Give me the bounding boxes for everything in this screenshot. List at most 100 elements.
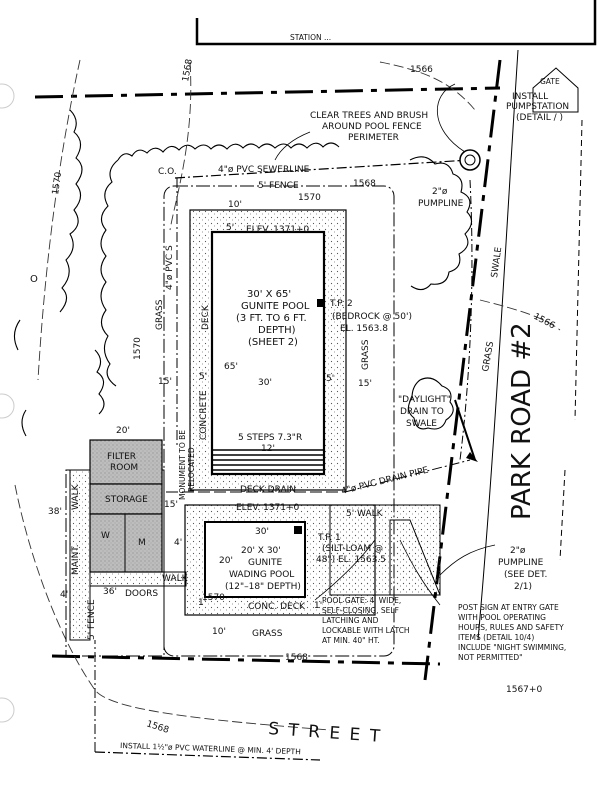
contour-label: 1570 <box>51 171 64 195</box>
drain-pipe <box>344 459 471 493</box>
dim-1-b: 1' <box>314 601 322 611</box>
contour-label: 1570 <box>202 593 225 603</box>
co-label: C.O. <box>158 167 177 177</box>
doors-label: DOORS <box>125 589 158 599</box>
svg-text:20' X 30': 20' X 30' <box>241 546 281 556</box>
svg-text:EL. 1563.8: EL. 1563.8 <box>340 324 388 334</box>
svg-text:WITH POOL OPERATING: WITH POOL OPERATING <box>458 613 546 622</box>
restroom-m: M <box>138 538 146 548</box>
dim-5-left: 5' <box>199 372 207 382</box>
svg-text:2"ø: 2"ø <box>510 546 526 556</box>
svg-text:(SEE DET.: (SEE DET. <box>504 570 547 580</box>
svg-text:(DETAIL / ): (DETAIL / ) <box>516 113 563 123</box>
test-pit-1-marker <box>294 526 302 534</box>
pumpstation-note: INSTALL PUMPSTATION (DETAIL / ) <box>506 92 569 123</box>
station-label: 1567+0 <box>506 685 542 695</box>
dim-30-wading: 30' <box>255 527 269 537</box>
svg-text:AROUND POOL FENCE: AROUND POOL FENCE <box>322 122 422 132</box>
bottom-walk <box>89 571 187 587</box>
grass-bottom: GRASS <box>252 629 283 639</box>
svg-text:MONUMENT TO BE: MONUMENT TO BE <box>178 430 187 500</box>
sewer-line <box>174 159 471 179</box>
dim-5-top: 5' <box>226 223 234 233</box>
svg-text:"DAYLIGHT": "DAYLIGHT" <box>398 395 451 405</box>
svg-text:(3 FT. TO 6 FT.: (3 FT. TO 6 FT. <box>236 313 307 324</box>
grass-far: GRASS <box>481 341 496 373</box>
svg-text:DRAIN TO: DRAIN TO <box>400 407 444 417</box>
svg-text:AT MIN. 40" HT.: AT MIN. 40" HT. <box>322 636 380 645</box>
main-pool <box>210 230 326 476</box>
svg-text:ROOM: ROOM <box>110 463 138 473</box>
storage-label: STORAGE <box>105 495 148 505</box>
park-road-label: PARK ROAD #2 <box>507 322 537 520</box>
svg-text:GUNITE: GUNITE <box>248 558 282 568</box>
svg-text:FILTER: FILTER <box>107 452 136 462</box>
svg-text:(SHEET 2): (SHEET 2) <box>248 337 298 348</box>
svg-text:T.P. 2: T.P. 2 <box>329 299 353 309</box>
tp2-label: T.P. 2 (BEDROCK @ 50') EL. 1563.8 <box>329 299 412 334</box>
maint-walk <box>69 469 91 641</box>
deck-drain-label: DECK DRAIN <box>240 485 296 495</box>
svg-text:WADING POOL: WADING POOL <box>229 570 294 580</box>
filter-room-label: FILTER ROOM <box>107 452 138 473</box>
dim-38: 38' <box>48 507 62 517</box>
svg-text:INCLUDE "NIGHT SWIMMING,: INCLUDE "NIGHT SWIMMING, <box>458 643 566 652</box>
svg-text:PUMPLINE: PUMPLINE <box>418 199 464 209</box>
svg-text:ITEMS (DETAIL 10/4): ITEMS (DETAIL 10/4) <box>458 633 534 642</box>
property-line-top <box>34 86 501 99</box>
gate-label: GATE <box>540 77 560 86</box>
dim-4-rr: 4' <box>174 538 182 548</box>
svg-text:RELOCATED: RELOCATED <box>187 447 196 492</box>
gate-walk <box>389 519 441 596</box>
binder-holes <box>0 83 15 723</box>
maint-label: MAINT. <box>71 544 81 575</box>
pool-gate-note: POOL GATE: 4' WIDE, SELF-CLOSING, SELF L… <box>322 596 410 645</box>
pumpstation-symbol <box>459 149 481 171</box>
gate-house <box>532 67 579 113</box>
fence-left-label: 5' FENCE <box>87 599 97 640</box>
svg-text:SWALE: SWALE <box>406 419 437 429</box>
svg-text:DEPTH): DEPTH) <box>258 325 296 336</box>
svg-text:HOURS, RULES AND SAFETY: HOURS, RULES AND SAFETY <box>458 623 564 632</box>
sign-note: POST SIGN AT ENTRY GATE WITH POOL OPERAT… <box>458 603 566 662</box>
drain-pipe-label: 4"ø PVC DRAIN PIPE <box>340 466 429 497</box>
property-line-bottom <box>51 654 441 666</box>
restroom-w: W <box>101 531 110 541</box>
test-pit-2-marker <box>317 299 325 307</box>
swale-label: SWALE <box>490 246 504 278</box>
svg-text:PERIMETER: PERIMETER <box>348 133 399 143</box>
steps-label: 5 STEPS 7.3"R <box>238 433 302 443</box>
street-label: S T R E E T <box>268 719 383 747</box>
svg-text:PUMPLINE: PUMPLINE <box>498 558 544 568</box>
contour-label: 1568 <box>145 719 170 736</box>
park-road <box>454 49 583 641</box>
walk-bottom: WALK <box>162 574 189 584</box>
title-block-fragment: STATION ... <box>195 0 597 46</box>
pool-steps <box>212 449 324 471</box>
svg-text:(BEDROCK @ 50'): (BEDROCK @ 50') <box>332 312 412 322</box>
dim-65: 65' <box>224 362 238 372</box>
clear-trees-note: CLEAR TREES AND BRUSH AROUND POOL FENCE … <box>310 111 428 143</box>
dim-10-bottom: 10' <box>212 627 226 637</box>
contour-label: 1570 <box>298 193 321 203</box>
svg-text:(SILT-LOAM @: (SILT-LOAM @ <box>322 544 383 554</box>
contour-label: 1568 <box>181 58 195 83</box>
dim-15-right: 15' <box>358 379 372 389</box>
top-note: STATION ... <box>290 33 331 42</box>
letter-o: O <box>30 274 38 285</box>
dim-4-left: 4' <box>60 590 68 600</box>
sewerline-label: 4"ø PVC SEWERLINE <box>218 165 310 175</box>
grass-right: GRASS <box>361 339 371 370</box>
pvc-vertical-label: 4"ø PVC S <box>165 245 175 290</box>
walk-5-label: 5' WALK <box>346 509 384 519</box>
waterline-label: INSTALL 1½"ø PVC WATERLINE @ MIN. 4' DEP… <box>120 741 301 756</box>
svg-text:2/1): 2/1) <box>514 582 532 592</box>
pumpline-top-label: 2"ø PUMPLINE <box>418 187 464 209</box>
walk-left: WALK <box>71 483 81 510</box>
contour-label: 1568 <box>353 179 376 189</box>
svg-text:T.P. 1: T.P. 1 <box>317 533 341 543</box>
dim-5-right: 5' <box>326 374 334 384</box>
contour-label: 1568 <box>285 653 308 663</box>
svg-text:LATCHING AND: LATCHING AND <box>322 616 379 625</box>
svg-text:LOCKABLE WITH LATCH: LOCKABLE WITH LATCH <box>322 626 410 635</box>
